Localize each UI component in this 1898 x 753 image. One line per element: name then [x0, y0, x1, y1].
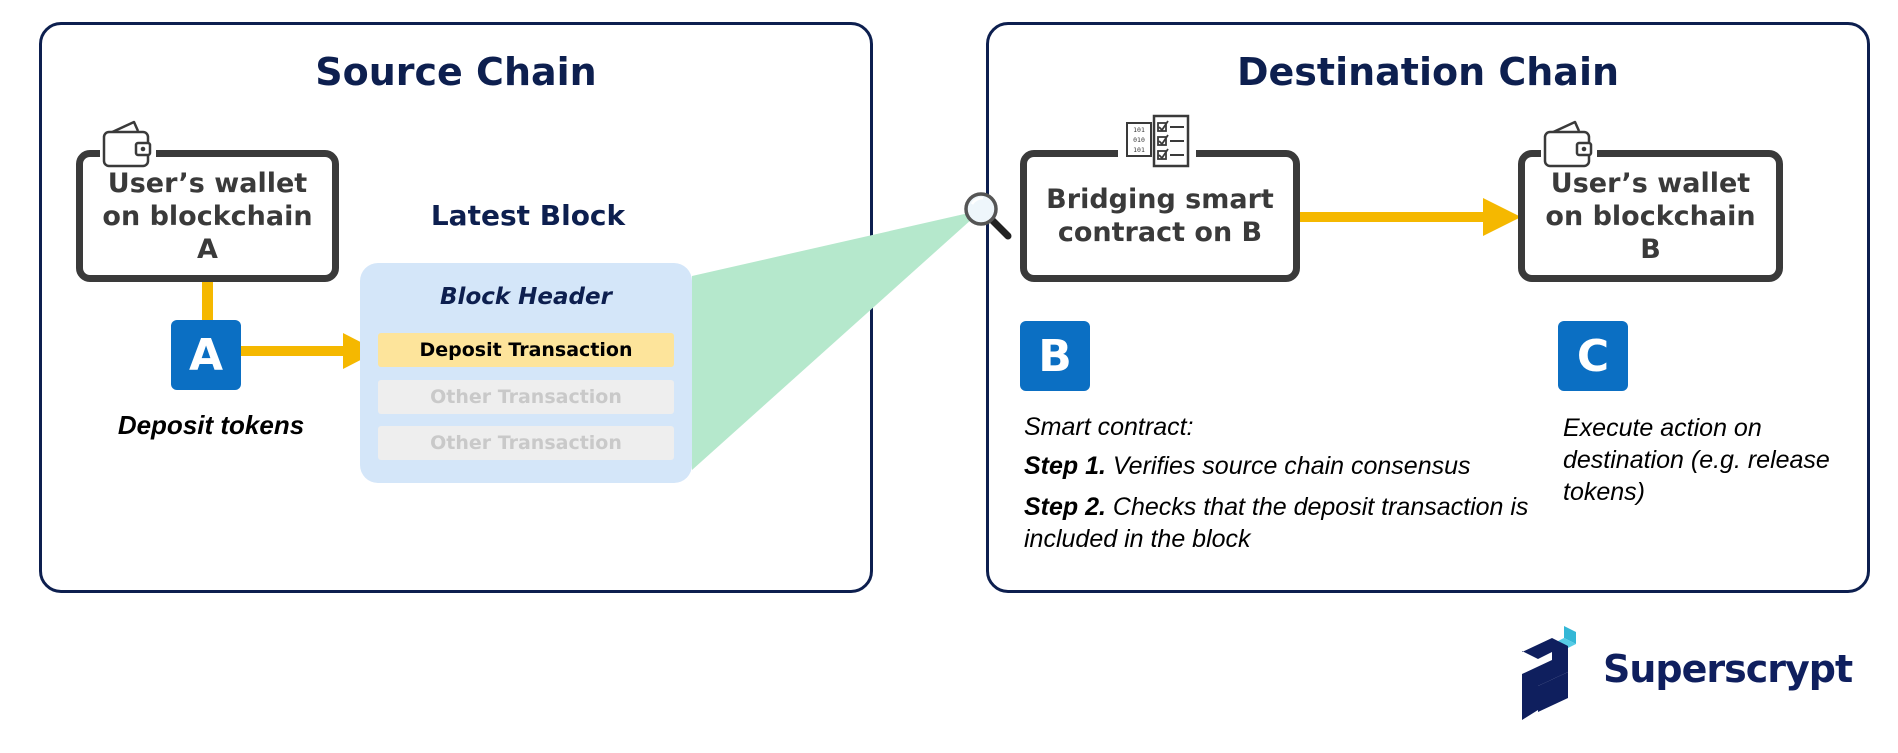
- execute-arrow: [1295, 198, 1521, 236]
- step-1-description: Verifies source chain consensus: [1105, 452, 1471, 480]
- execute-action-text: Execute action on destination (e.g. rele…: [1563, 414, 1830, 506]
- source-chain-title: Source Chain: [315, 50, 597, 94]
- deposit-tokens-caption: Deposit tokens: [117, 410, 305, 440]
- user-wallet-b-box: User’s wallet on blockchain B: [1518, 150, 1783, 282]
- smart-contract-heading: Smart contract:: [1024, 413, 1194, 441]
- superscrypt-brand-name: Superscrypt: [1603, 647, 1853, 691]
- svg-text:010: 010: [1133, 136, 1145, 144]
- destination-chain-title: Destination Chain: [1236, 50, 1620, 94]
- superscrypt-logo: [1518, 624, 1586, 724]
- deposit-transaction-row: Deposit Transaction: [378, 333, 674, 367]
- step-2-description: Checks that the deposit transaction is i…: [1024, 493, 1529, 553]
- other-transaction-row-1: Other Transaction: [378, 380, 674, 414]
- svg-text:101: 101: [1133, 146, 1145, 154]
- deposit-arrow: [240, 333, 378, 369]
- bridging-contract-box: Bridging smart contract on B: [1020, 150, 1300, 282]
- user-wallet-a-box: User’s wallet on blockchain A: [76, 150, 339, 282]
- wallet-icon: [1541, 118, 1597, 170]
- step-2-label: Step 2.: [1024, 493, 1106, 521]
- step-badge-b: B: [1020, 321, 1090, 391]
- step-2-text: Step 2. Checks that the deposit transact…: [1024, 491, 1544, 555]
- wallet-to-badge-connector: [202, 278, 213, 322]
- verification-beam: [692, 210, 982, 470]
- svg-text:101: 101: [1133, 126, 1145, 134]
- wallet-icon: [100, 118, 156, 170]
- step-1-text: Step 1. Verifies source chain consensus: [1024, 452, 1471, 481]
- latest-block-title: Latest Block: [430, 199, 626, 232]
- step-badge-c: C: [1558, 321, 1628, 391]
- block-header-label: Block Header: [440, 284, 612, 310]
- magnifier-icon: [962, 190, 1014, 242]
- checklist-icon: 101 010 101: [1118, 112, 1196, 172]
- step-1-label: Step 1.: [1024, 452, 1106, 480]
- other-transaction-row-2: Other Transaction: [378, 426, 674, 460]
- step-badge-a: A: [171, 320, 241, 390]
